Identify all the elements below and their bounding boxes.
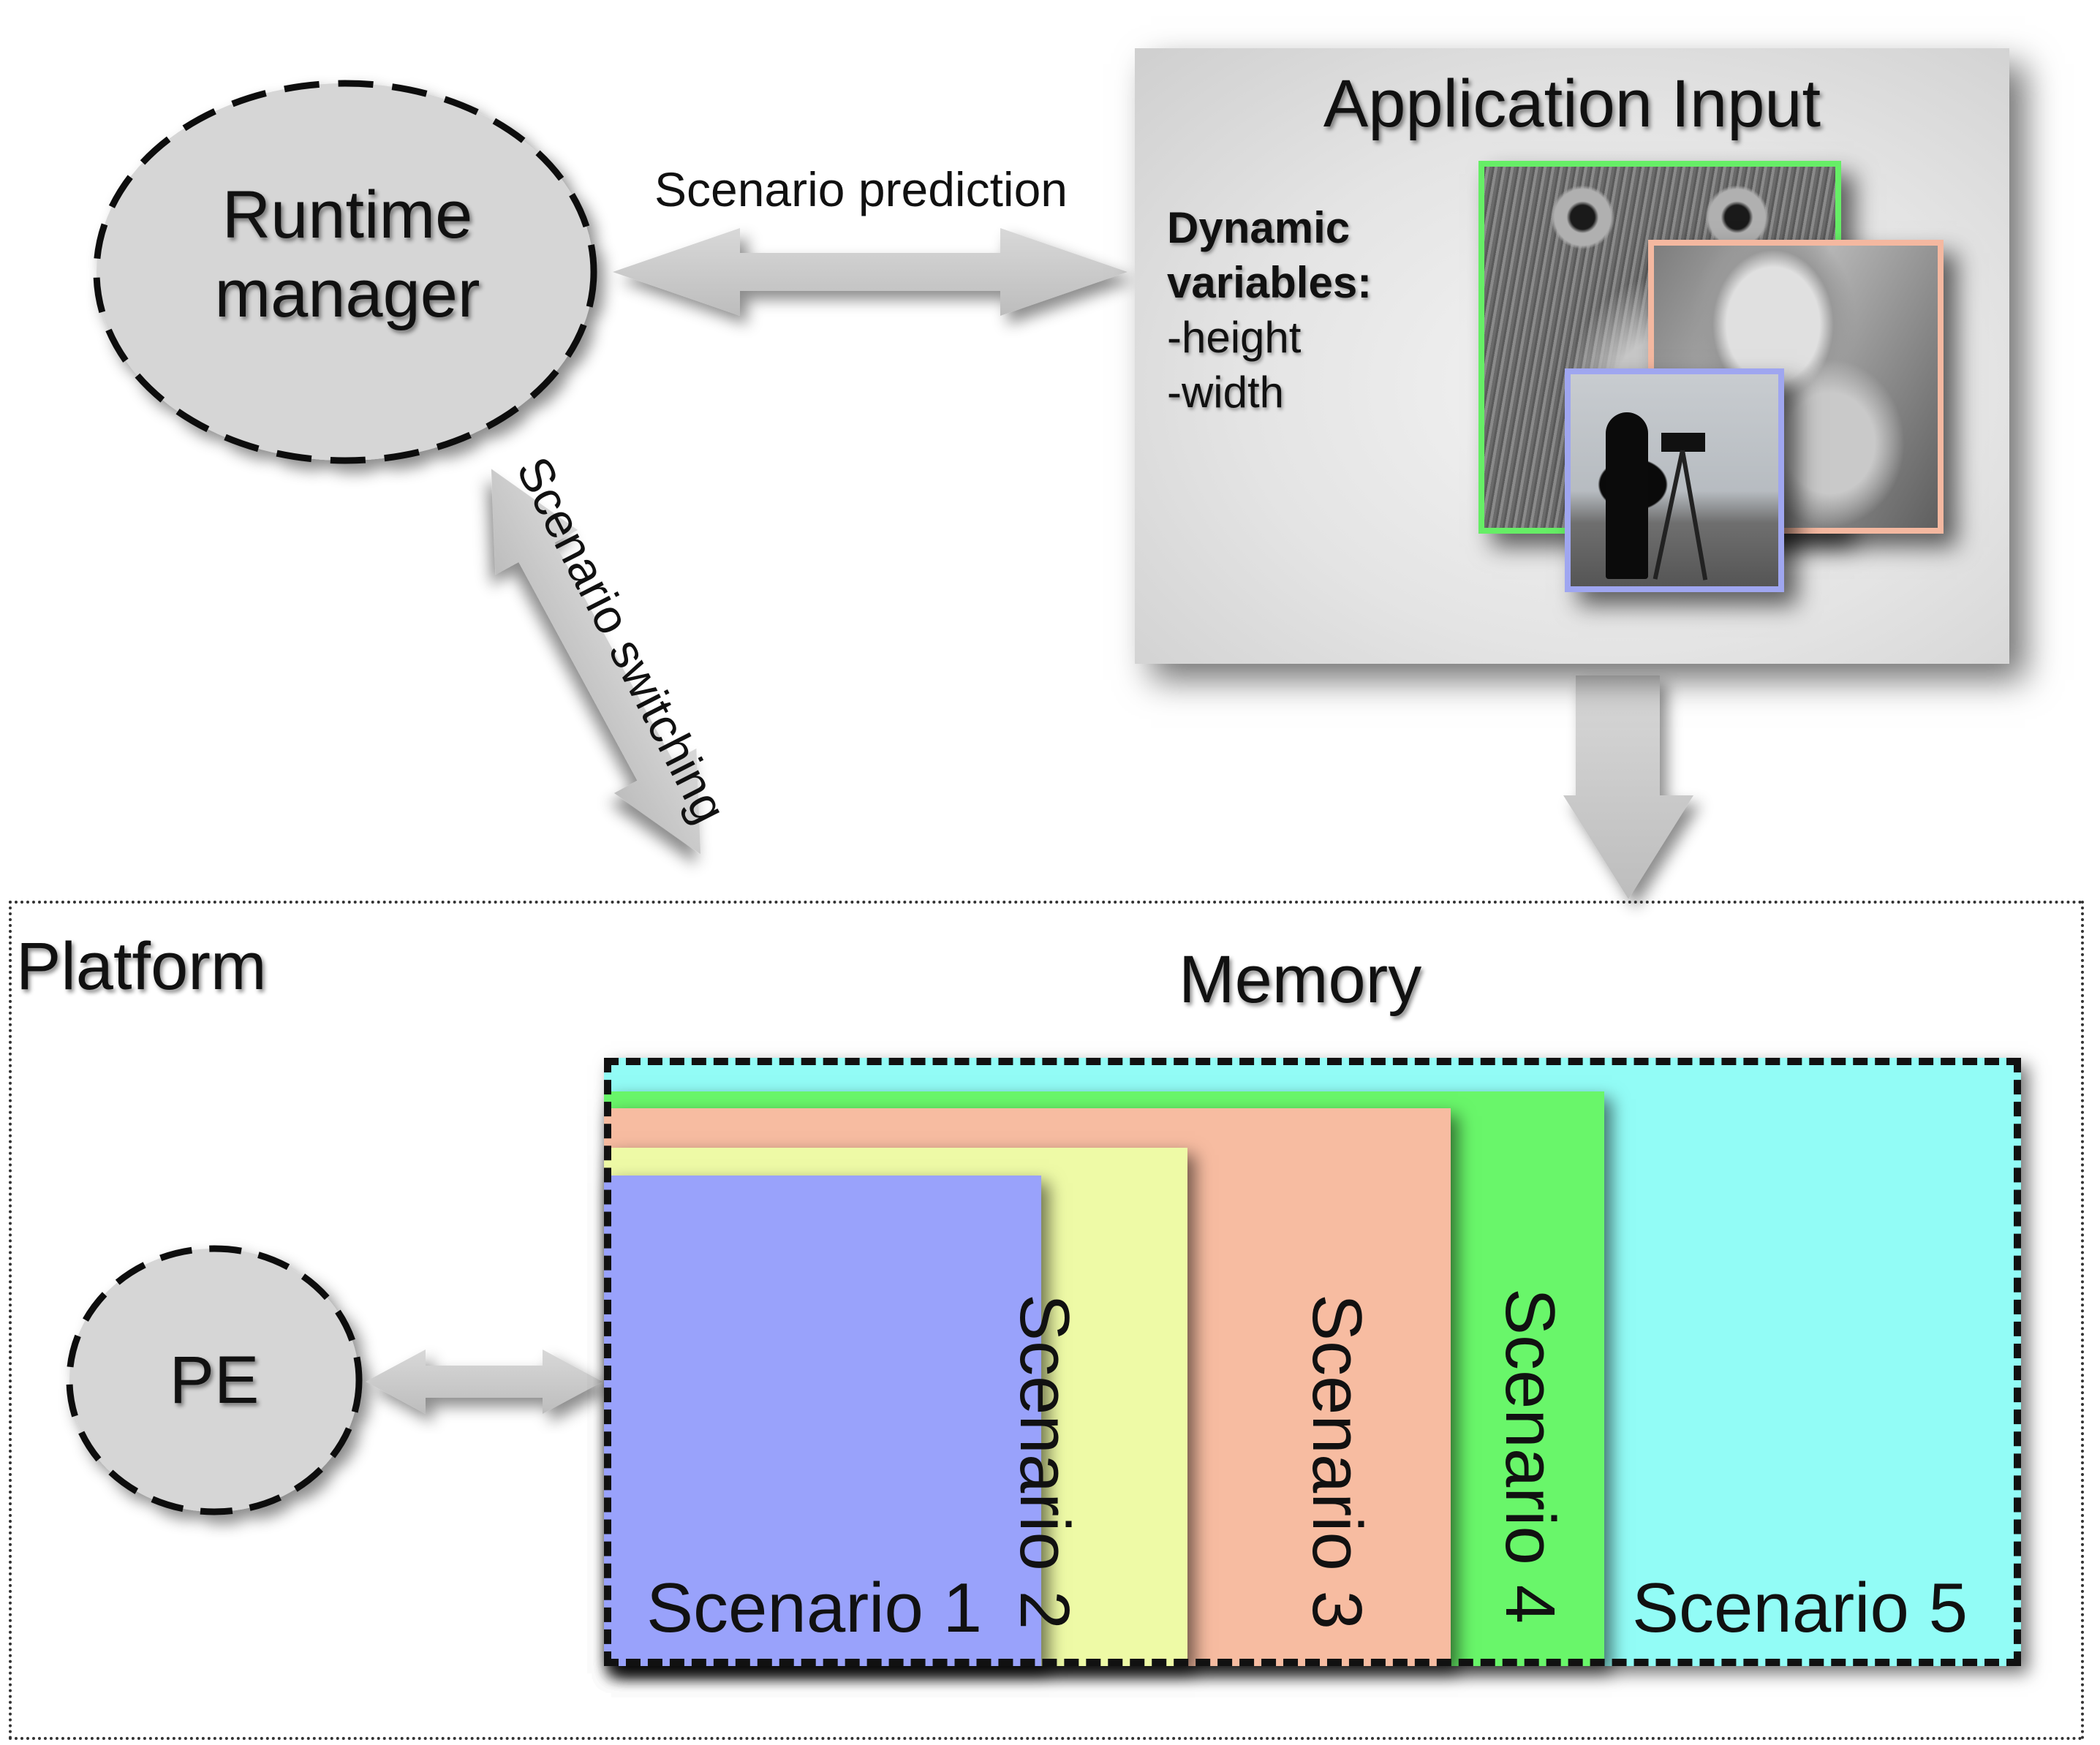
scenario-4-label: Scenario 4	[1491, 1288, 1569, 1624]
scenario-1-label: Scenario 1	[646, 1569, 982, 1647]
runtime-manager-node	[93, 80, 597, 464]
runtime-manager-label: Runtime manager	[197, 181, 497, 328]
tripod-leg-2	[1653, 450, 1685, 580]
cameraman-image	[1565, 368, 1784, 592]
application-input-panel: Application Input Dynamic variables: -he…	[1135, 48, 2009, 664]
scenario-5-label: Scenario 5	[1632, 1569, 1968, 1647]
scenario-switching-arrow	[491, 469, 701, 855]
pe-node	[66, 1245, 363, 1515]
scenario-prediction-arrow	[613, 228, 1128, 316]
scenario-prediction-label: Scenario prediction	[654, 162, 1068, 216]
scenario-2-label: Scenario 2	[1005, 1294, 1084, 1629]
pe-memory-arrow	[366, 1350, 603, 1414]
camera-body	[1661, 433, 1705, 452]
input-to-memory-arrow	[1563, 675, 1693, 899]
memory-label: Memory	[1179, 942, 1422, 1017]
pe-label: PE	[169, 1343, 260, 1417]
application-input-title: Application Input	[1323, 67, 1821, 141]
tripod-leg-1	[1680, 450, 1708, 580]
variable-width: -width	[1167, 368, 1285, 417]
memory-border	[604, 1058, 2021, 1666]
dynamic-variables-block: Dynamic variables: -height -width	[1167, 200, 1372, 420]
runtime-manager-line2: manager	[214, 257, 480, 331]
runtime-manager-line1: Runtime	[222, 178, 473, 252]
dynamic-label-1: Dynamic	[1167, 203, 1351, 252]
scenario-1-block	[604, 1176, 1041, 1666]
variable-height: -height	[1167, 313, 1302, 362]
dynamic-label-2: variables:	[1167, 258, 1372, 307]
platform-box	[9, 901, 2084, 1740]
platform-label: Platform	[16, 929, 267, 1004]
scenario-3-label: Scenario 3	[1298, 1294, 1376, 1629]
cameraman-figure	[1606, 412, 1648, 579]
